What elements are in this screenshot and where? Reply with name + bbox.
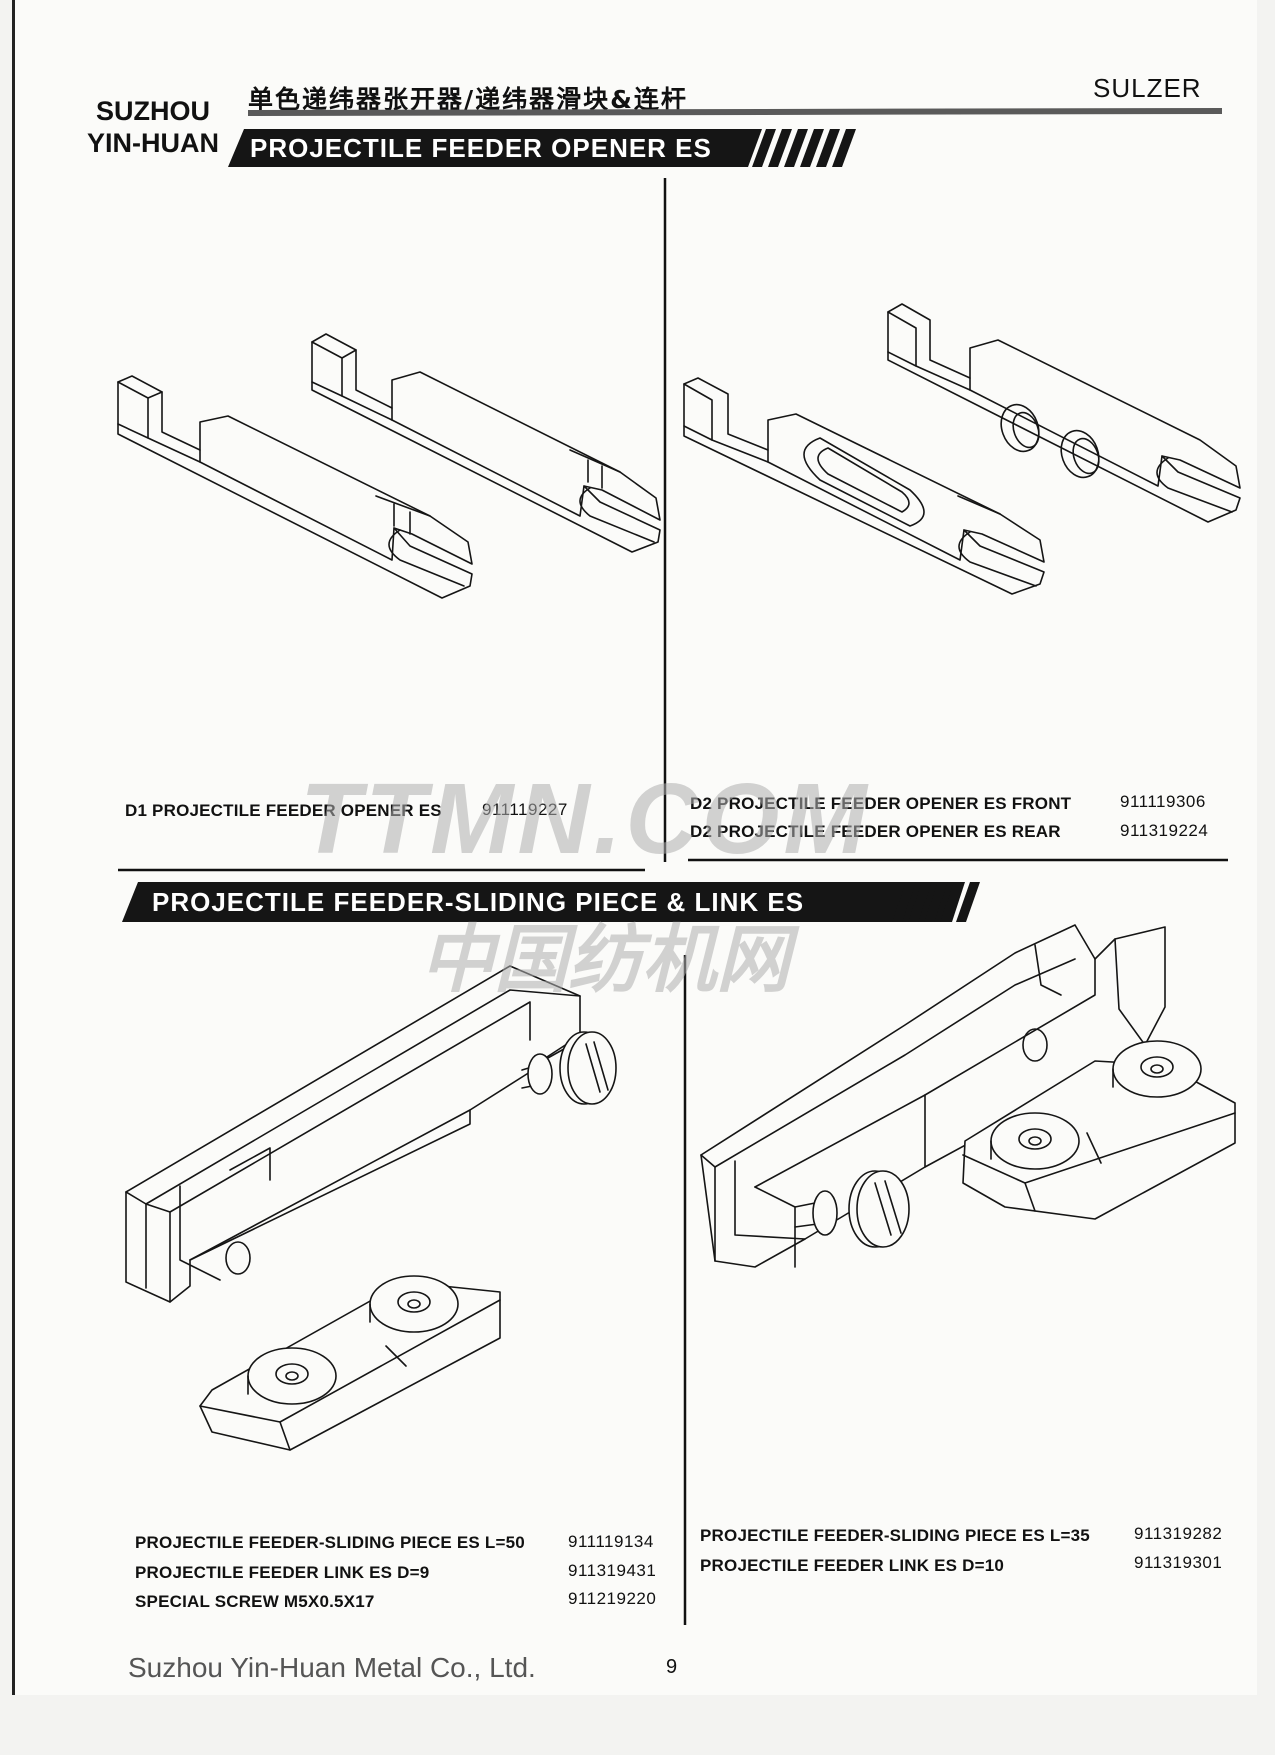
sliding-l50-part-number: 911119134 — [568, 1532, 654, 1551]
page-number: 9 — [666, 1656, 678, 1678]
chinese-title: 单色递纬器张开器/递纬器滑块&连杆 — [248, 85, 688, 114]
link-d9-caption: PROJECTILE FEEDER LINK ES D=9 — [135, 1563, 430, 1582]
brand-line-1: SUZHOU — [96, 96, 210, 126]
d1-opener-front — [117, 375, 473, 599]
section2-title: PROJECTILE FEEDER-SLIDING PIECE & LINK E… — [152, 887, 805, 917]
watermark-chinese: 中国纺机网 — [420, 917, 790, 1003]
brand-line-2: YIN-HUAN — [87, 128, 219, 158]
d2-rear-part-number: 911319224 — [1120, 821, 1209, 840]
section1-banner-shape — [228, 129, 762, 167]
d1-part-number: 911119227 — [482, 800, 568, 819]
banner-stripes — [752, 129, 856, 167]
header-rules — [228, 108, 1222, 167]
section1-title: PROJECTILE FEEDER OPENER ES — [250, 133, 712, 163]
d1-opener-drawing — [117, 333, 661, 599]
d2-opener-drawing — [683, 303, 1241, 595]
screw-caption: SPECIAL SCREW M5X0.5X17 — [135, 1592, 375, 1611]
d2-front-caption: D2 PROJECTILE FEEDER OPENER ES FRONT — [690, 794, 1072, 813]
sliding-piece-l35 — [700, 924, 1166, 1268]
screw-l35 — [794, 1170, 910, 1248]
d1-opener-back — [311, 333, 661, 553]
header-top-rule — [248, 108, 1222, 116]
d2-opener-back — [887, 303, 1241, 523]
sliding-l35-caption: PROJECTILE FEEDER-SLIDING PIECE ES L=35 — [700, 1526, 1090, 1545]
sliding-piece-l35-drawing — [700, 924, 1236, 1268]
link-d10 — [962, 1040, 1236, 1220]
d2-opener-front — [683, 377, 1045, 595]
sliding-piece-l50-drawing — [125, 965, 617, 1451]
d1-caption: D1 PROJECTILE FEEDER OPENER ES — [125, 801, 442, 820]
screw-part-number: 911219220 — [568, 1589, 657, 1608]
link-d10-caption: PROJECTILE FEEDER LINK ES D=10 — [700, 1556, 1005, 1575]
footer-company: Suzhou Yin-Huan Metal Co., Ltd. — [128, 1652, 536, 1683]
watermark-site: TTMN.COM — [300, 763, 871, 875]
manufacturer-name: SULZER — [1093, 73, 1202, 103]
d2-rear-caption: D2 PROJECTILE FEEDER OPENER ES REAR — [690, 822, 1061, 841]
special-screw-m5 — [521, 1031, 617, 1105]
sliding-l50-caption: PROJECTILE FEEDER-SLIDING PIECE ES L=50 — [135, 1533, 525, 1552]
d2-front-part-number: 911119306 — [1120, 792, 1206, 811]
sliding-piece-l50 — [125, 965, 581, 1303]
brand-name: SUZHOU YIN-HUAN — [78, 95, 228, 159]
sliding-l35-part-number: 911319282 — [1134, 1524, 1223, 1543]
link-d10-part-number: 911319301 — [1134, 1553, 1223, 1572]
link-d9-part-number: 911319431 — [568, 1561, 657, 1580]
link-d9 — [199, 1275, 501, 1451]
